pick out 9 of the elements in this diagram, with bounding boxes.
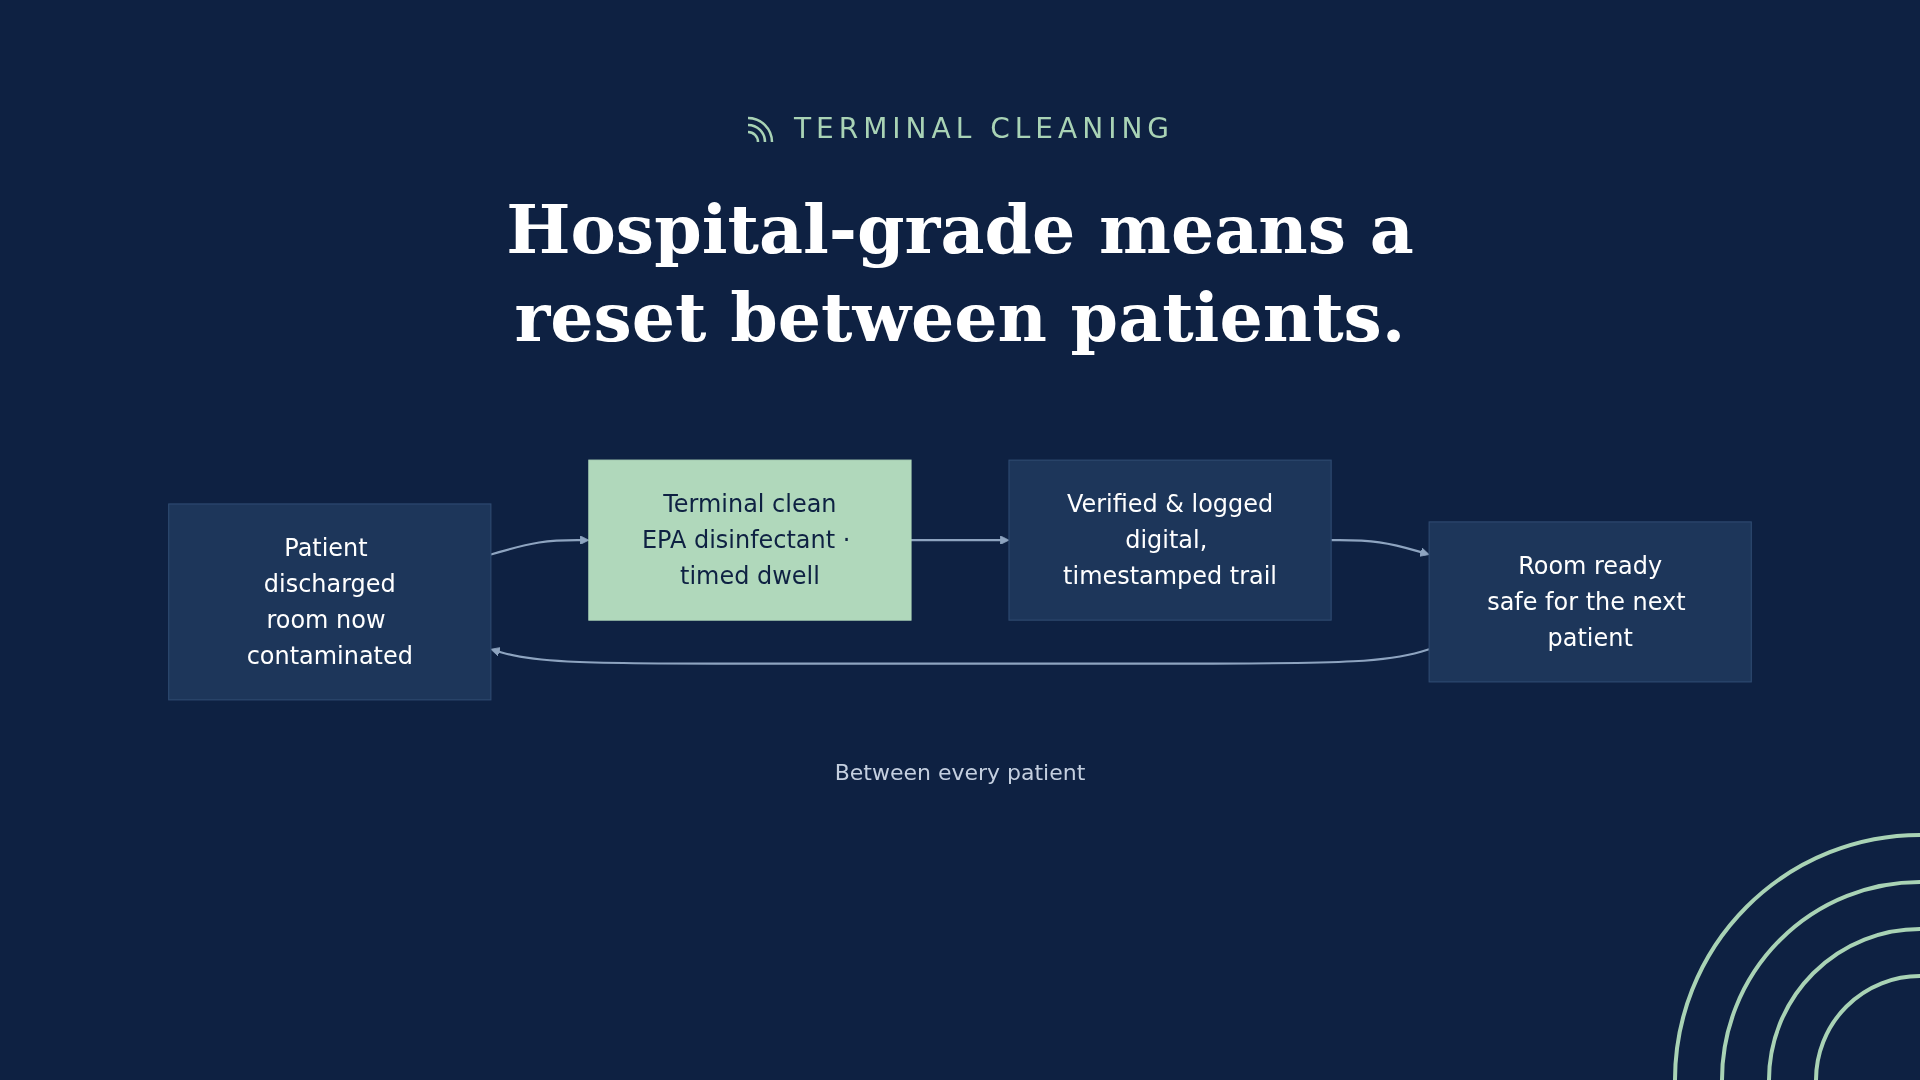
arrow: [490, 647, 1430, 665]
cycle-note: Between every patient: [833, 760, 1087, 785]
eyebrow-label: TERMINAL CLEANING: [793, 112, 1175, 145]
node-box: Patient discharged room now contaminated: [168, 503, 492, 701]
node-box: Verified & logged digital, timestamped trail: [1008, 459, 1332, 621]
title: Hospital-grade means a reset between patients.: [505, 188, 1415, 359]
arrow: [1331, 539, 1430, 557]
node-box: Terminal clean EPA disinfectant · timed dwell: [588, 459, 912, 621]
node-box: Room ready safe for the next patient: [1428, 521, 1752, 683]
